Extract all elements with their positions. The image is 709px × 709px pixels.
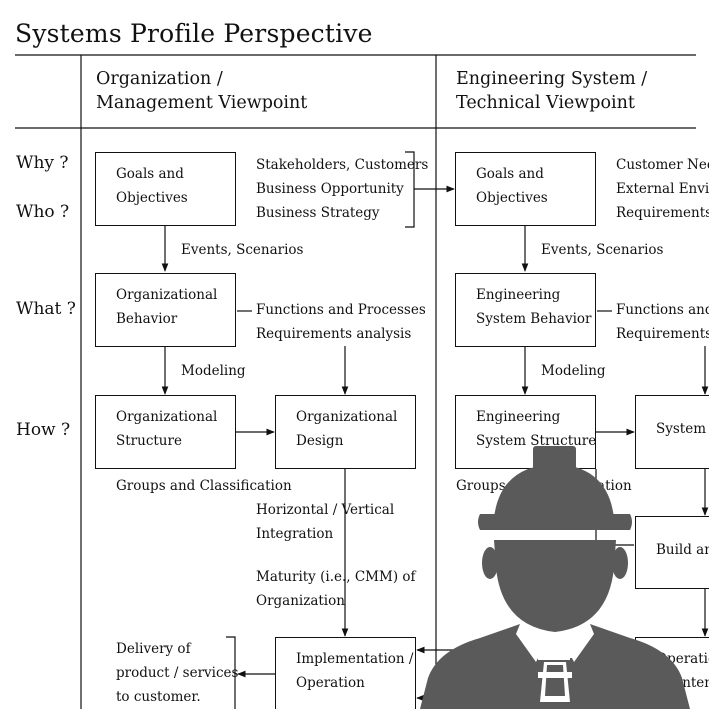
- eng-functions-label: Functions and P Requirements a: [616, 298, 709, 346]
- eng-goals-box: Goals and Objectives: [455, 152, 596, 226]
- question-how: How ?: [16, 420, 71, 440]
- label-line: Business Strategy: [256, 205, 380, 221]
- org-behavior-box: Organizational Behavior: [95, 273, 236, 347]
- box-line: Goals and: [116, 166, 184, 182]
- org-integration-label: Horizontal / Vertical Integration: [256, 498, 394, 546]
- org-modeling-label: Modeling: [181, 363, 246, 379]
- box-line: Engineering: [476, 287, 561, 303]
- construction-worker-icon: [420, 446, 690, 709]
- column-header-line: Technical Viewpoint: [456, 93, 635, 113]
- box-line: Organizational: [296, 409, 398, 425]
- box-line: Objectives: [476, 190, 548, 206]
- org-maturity-label: Maturity (i.e., CMM) of Organization: [256, 565, 416, 613]
- label-line: Requirements: [616, 205, 709, 221]
- org-stakeholders-label: Stakeholders, Customers Business Opportu…: [256, 153, 428, 225]
- eng-modeling-label: Modeling: [541, 363, 606, 379]
- eng-build-box: Build and: [635, 516, 709, 589]
- label-line: Customer Needs: [616, 157, 709, 173]
- label-line: Stakeholders, Customers: [256, 157, 429, 173]
- org-events-label: Events, Scenarios: [181, 242, 304, 258]
- org-goals-box: Goals and Objectives: [95, 152, 236, 226]
- box-line: Engineering: [476, 409, 561, 425]
- eng-customer-label: Customer Needs External Enviro Requireme…: [616, 153, 709, 225]
- box-line: Organizational: [116, 287, 218, 303]
- column-header-line: Organization /: [96, 69, 223, 89]
- eng-behavior-box: Engineering System Behavior: [455, 273, 596, 347]
- label-line: Delivery of: [116, 641, 191, 657]
- org-implementation-box: Implementation / Operation: [275, 637, 416, 709]
- label-line: Requirements a: [616, 326, 709, 342]
- box-line: System Structure: [476, 433, 597, 449]
- org-functions-label: Functions and Processes Requirements ana…: [256, 298, 426, 346]
- label-line: Functions and Processes: [256, 302, 426, 318]
- label-line: Business Opportunity: [256, 181, 404, 197]
- eng-design-box: System D: [635, 395, 709, 469]
- label-line: product / services: [116, 665, 239, 681]
- eng-events-label: Events, Scenarios: [541, 242, 664, 258]
- column-header-line: Engineering System /: [456, 69, 648, 89]
- box-line: System D: [656, 421, 709, 437]
- org-delivery-label: Delivery of product / services to custom…: [116, 637, 238, 709]
- label-line: External Enviro: [616, 181, 709, 197]
- box-line: System Behavior: [476, 311, 592, 327]
- label-line: to customer.: [116, 689, 201, 705]
- column-header-organization: Organization / Management Viewpoint: [96, 67, 307, 115]
- label-line: Horizontal / Vertical: [256, 502, 395, 518]
- box-line: Implementation /: [296, 651, 414, 667]
- box-line: Build and: [656, 542, 709, 558]
- label-line: Maturity (i.e., CMM) of: [256, 569, 416, 585]
- label-line: Organization: [256, 593, 345, 609]
- box-line: Operation: [296, 675, 365, 691]
- column-header-engineering: Engineering System / Technical Viewpoint: [456, 67, 647, 115]
- org-structure-box: Organizational Structure: [95, 395, 236, 469]
- question-what: What ?: [16, 299, 76, 319]
- box-line: Structure: [116, 433, 182, 449]
- question-who: Who ?: [16, 202, 70, 222]
- org-design-box: Organizational Design: [275, 395, 416, 469]
- question-why: Why ?: [16, 153, 69, 173]
- label-line: Requirements analysis: [256, 326, 412, 342]
- column-header-line: Management Viewpoint: [96, 93, 308, 113]
- org-groups-label: Groups and Classification: [116, 478, 292, 494]
- box-line: Behavior: [116, 311, 178, 327]
- box-line: Objectives: [116, 190, 188, 206]
- label-line: Functions and P: [616, 302, 709, 318]
- box-line: Organizational: [116, 409, 218, 425]
- box-line: Design: [296, 433, 344, 449]
- page-title: Systems Profile Perspective: [15, 19, 373, 48]
- box-line: Goals and: [476, 166, 544, 182]
- label-line: Integration: [256, 526, 334, 542]
- eng-structure-box: Engineering System Structure: [455, 395, 596, 469]
